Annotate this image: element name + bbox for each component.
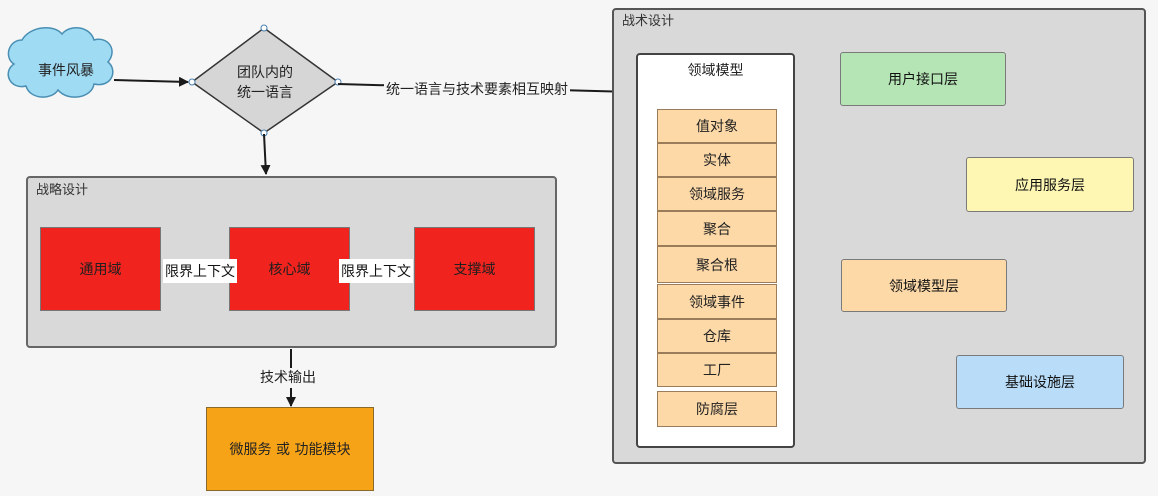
bounded-context-label-1: 限界上下文 — [163, 259, 237, 283]
ubiquitous-language-diamond — [188, 24, 342, 137]
application-service-layer-box: 应用服务层 — [966, 157, 1134, 212]
supporting-domain-box: 支撑域 — [414, 227, 535, 311]
user-interface-layer-box: 用户接口层 — [840, 52, 1006, 106]
bounded-context-label-2: 限界上下文 — [339, 259, 413, 283]
arrow-diamond-to-strategic — [260, 133, 271, 175]
value-object-item: 值对象 — [657, 109, 777, 143]
diamond-line-1: 团队内的 — [237, 65, 293, 81]
domain-model-layer-box: 领域模型层 — [841, 259, 1007, 312]
arrow-storm-to-diamond — [113, 76, 189, 87]
generic-domain-box: 通用域 — [40, 227, 161, 311]
domain-model-title: 领域模型 — [687, 63, 744, 79]
core-domain-box: 核心域 — [229, 227, 350, 311]
aggregate-root-item: 聚合根 — [657, 246, 777, 283]
factory-item: 工厂 — [657, 353, 777, 387]
domain-event-item: 领域事件 — [657, 284, 777, 319]
diamond-text: 团队内的 统一语言 — [210, 62, 320, 104]
repository-item: 仓库 — [657, 319, 777, 353]
infrastructure-layer-box: 基础设施层 — [956, 355, 1124, 409]
entity-item: 实体 — [657, 143, 777, 177]
tech-output-label: 技术输出 — [258, 368, 318, 388]
tactical-design-title: 战术设计 — [622, 14, 675, 29]
strategic-design-title: 战略设计 — [36, 183, 89, 198]
event-storm-label: 事件风暴 — [38, 63, 94, 79]
diamond-line-2: 统一语言 — [237, 85, 293, 101]
aggregate-item: 聚合 — [657, 211, 777, 246]
anti-corruption-layer-item: 防腐层 — [657, 391, 777, 427]
domain-service-item: 领域服务 — [657, 177, 777, 211]
event-storm-cloud — [7, 27, 114, 98]
mapping-arrow-label: 统一语言与技术要素相互映射 — [384, 80, 570, 100]
microservice-box: 微服务 或 功能模块 — [206, 407, 374, 491]
